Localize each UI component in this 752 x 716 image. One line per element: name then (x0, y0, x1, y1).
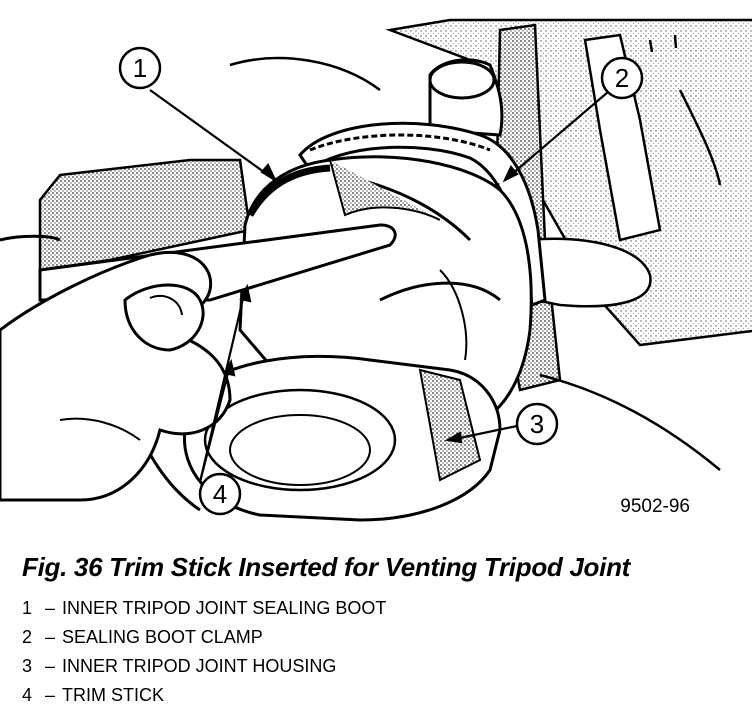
legend-text: TRIM STICK (62, 685, 164, 705)
legend-list: 1–INNER TRIPOD JOINT SEALING BOOT 2–SEAL… (22, 594, 386, 710)
legend-dash: – (44, 627, 55, 647)
legend-dash: – (44, 685, 55, 705)
leader-1 (149, 89, 276, 181)
legend-item: 1–INNER TRIPOD JOINT SEALING BOOT (22, 594, 386, 623)
leader-lines (149, 89, 609, 483)
leader-2 (504, 91, 609, 181)
legend-text: INNER TRIPOD JOINT SEALING BOOT (62, 598, 387, 618)
legend-number: 3 (22, 656, 33, 676)
bracket-right (528, 237, 721, 471)
callout-3: 3 (515, 402, 559, 446)
svg-text:3: 3 (530, 409, 544, 439)
legend-item: 3–INNER TRIPOD JOINT HOUSING (22, 652, 386, 681)
callout-4: 4 (198, 472, 242, 516)
callout-2: 2 (600, 56, 644, 100)
legend-item: 2–SEALING BOOT CLAMP (22, 623, 386, 652)
legend-item: 4–TRIM STICK (22, 681, 386, 710)
callout-1: 1 (118, 46, 162, 90)
axle-shaft (428, 58, 504, 137)
svg-text:4: 4 (213, 479, 227, 509)
legend-dash: – (44, 598, 55, 618)
figure-code: 9502-96 (620, 496, 690, 517)
legend-text: SEALING BOOT CLAMP (62, 627, 263, 647)
inner-tripod-joint-sealing-boot (238, 155, 533, 422)
technical-illustration: 1 2 3 4 9502-96 (0, 18, 752, 522)
legend-number: 4 (22, 685, 33, 705)
leader-4b (198, 364, 232, 483)
hand (0, 234, 232, 502)
figure-caption: Fig. 36 Trim Stick Inserted for Venting … (22, 552, 631, 582)
legend-text: INNER TRIPOD JOINT HOUSING (62, 656, 337, 676)
background-panel (38, 158, 252, 272)
svg-text:1: 1 (133, 53, 147, 83)
legend-number: 2 (22, 627, 33, 647)
svg-text:2: 2 (615, 63, 629, 93)
legend-dash: – (44, 656, 55, 676)
legend-number: 1 (22, 598, 33, 618)
